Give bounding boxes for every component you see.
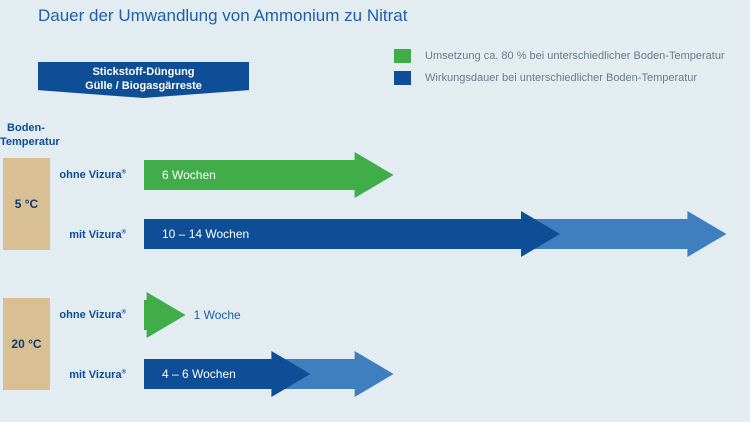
registered-mark: ® bbox=[121, 169, 126, 176]
registered-mark: ® bbox=[121, 309, 126, 316]
row-label-text: mit Vizura bbox=[69, 229, 122, 241]
legend-label-conversion: Umsetzung ca. 80 % bei unterschiedlicher… bbox=[425, 50, 725, 62]
conversion-arrow bbox=[144, 152, 394, 198]
temp-header-line-2: Temperatur bbox=[0, 136, 60, 148]
soil-temperature-header: Boden- Temperatur bbox=[0, 121, 60, 149]
row-label-text: ohne Vizura bbox=[59, 169, 122, 181]
legend-swatch-green bbox=[394, 49, 411, 63]
legend-swatch-blue bbox=[394, 71, 411, 85]
row-label-5c-with: mit Vizura® bbox=[0, 229, 126, 241]
fertilization-banner: Stickstoff-Düngung Gülle / Biogasgärrest… bbox=[38, 62, 249, 98]
duration-arrow bbox=[144, 351, 311, 397]
registered-mark: ® bbox=[121, 369, 126, 376]
duration-arrow bbox=[144, 211, 560, 257]
row-label-5c-without: ohne Vizura® bbox=[0, 169, 126, 181]
temp-box-5c: 5 °C bbox=[3, 158, 50, 250]
arrow-data-label: 10 – 14 Wochen bbox=[162, 227, 249, 241]
arrow-data-label: 6 Wochen bbox=[162, 168, 216, 182]
arrow-data-label: 1 Woche bbox=[194, 308, 241, 322]
row-label-text: mit Vizura bbox=[69, 369, 122, 381]
temp-header-line-1: Boden- bbox=[7, 122, 45, 134]
row-label-text: ohne Vizura bbox=[59, 309, 122, 321]
registered-mark: ® bbox=[121, 229, 126, 236]
page-title: Dauer der Umwandlung von Ammonium zu Nit… bbox=[38, 6, 408, 25]
row-label-20c-without: ohne Vizura® bbox=[0, 309, 126, 321]
banner-line-1: Stickstoff-Düngung bbox=[92, 66, 195, 78]
row-label-20c-with: mit Vizura® bbox=[0, 369, 126, 381]
conversion-arrow bbox=[144, 292, 186, 338]
arrow-data-label: 4 – 6 Wochen bbox=[162, 367, 236, 381]
banner-line-2: Gülle / Biogasgärreste bbox=[85, 80, 202, 92]
temp-box-20c: 20 °C bbox=[3, 298, 50, 390]
legend-label-duration: Wirkungsdauer bei unterschiedlicher Bode… bbox=[425, 72, 698, 84]
